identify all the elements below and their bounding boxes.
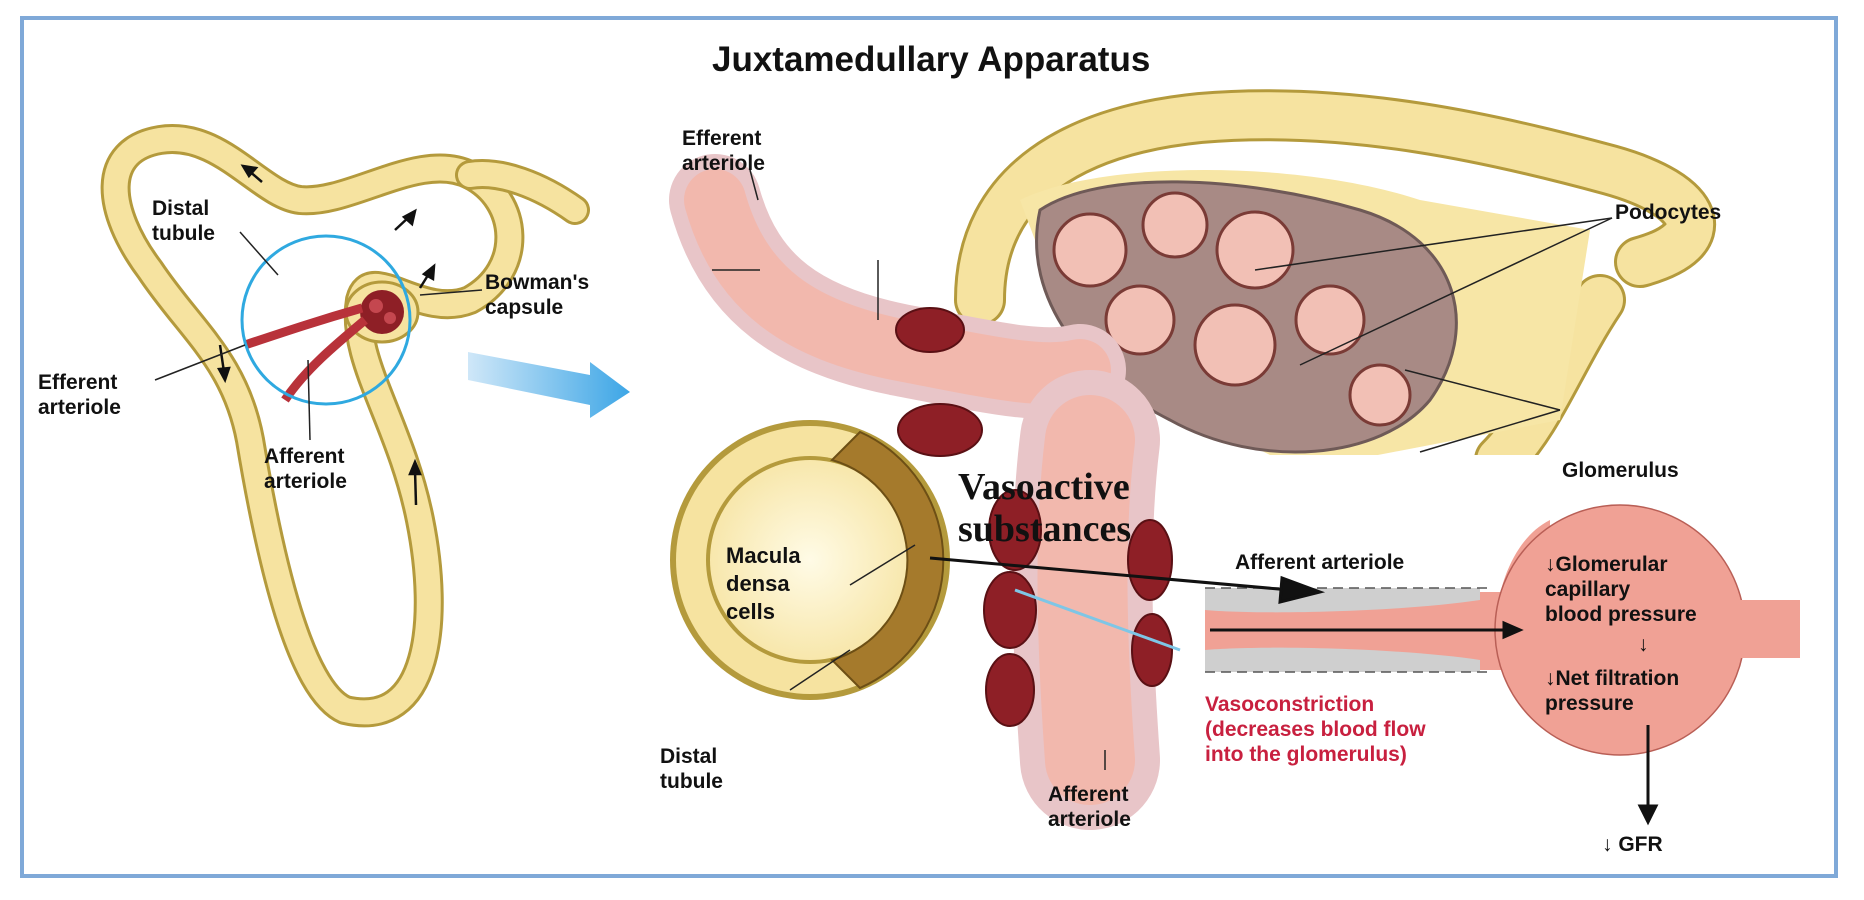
callout-arrow <box>468 352 630 418</box>
label-vasoactive-substances: Vasoactive substances <box>958 466 1132 550</box>
inset-glomerulus <box>1205 504 1800 756</box>
flow-arrows-inset <box>929 556 1659 826</box>
leader-lines-left <box>154 231 483 441</box>
label-right-distal-tubule: Distal tubule <box>660 745 723 793</box>
label-glomerulus: Glomerulus <box>1562 459 1679 482</box>
down-arrow-text: ↓ <box>1638 633 1649 656</box>
macula-densa-cells-shape <box>830 430 945 690</box>
label-left-efferent-arteriole: Efferent arteriole <box>38 371 121 419</box>
highlight-circle <box>240 234 412 406</box>
glomerular-capillaries <box>1035 180 1458 454</box>
label-right-efferent-arteriole: Efferent arteriole <box>682 127 765 175</box>
page-title: Juxtamedullary Apparatus <box>712 40 1151 79</box>
label-right-afferent-arteriole: Afferent arteriole <box>1048 783 1131 831</box>
label-left-afferent-arteriole: Afferent arteriole <box>264 445 347 493</box>
label-gfr: ↓ GFR <box>1602 833 1663 856</box>
leader-lines-right <box>712 169 1613 770</box>
label-left-distal-tubule: Distal tubule <box>152 197 215 245</box>
afferent-arteriole-shape <box>1012 370 1160 830</box>
label-vasoconstriction: Vasoconstriction (decreases blood flow i… <box>1205 693 1426 766</box>
label-inset-afferent-arteriole: Afferent arteriole <box>1235 551 1405 574</box>
granular-cells <box>895 307 1173 727</box>
distal-tubule-ring <box>670 420 950 700</box>
label-net-filtration: ↓Net filtration pressure <box>1545 667 1680 715</box>
flow-arrows-left <box>217 164 436 506</box>
arterioles-left <box>243 303 368 403</box>
label-macula-densa: Macula densa cells <box>726 543 801 624</box>
label-podocytes: Podocytes <box>1615 201 1722 224</box>
label-capillary-pressure: ↓Glomerular capillary blood pressure <box>1545 553 1697 626</box>
vessel-marker <box>1014 588 1181 652</box>
label-left-bowmans-capsule: Bowman's capsule <box>485 271 590 319</box>
efferent-arteriole-shape <box>669 154 1126 420</box>
